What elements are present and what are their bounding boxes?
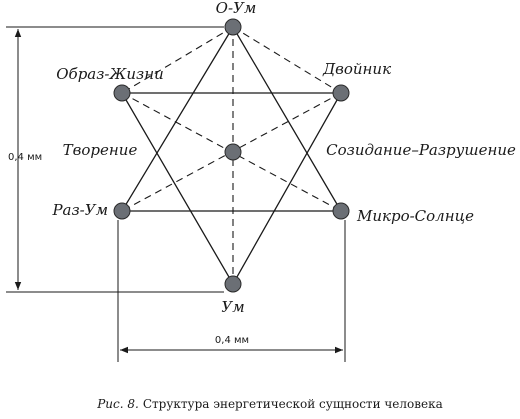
horizontal-dimension-label: 0,4 мм [215, 335, 249, 346]
caption-text: Структура энергетической сущности челове… [143, 397, 443, 411]
node-top [224, 18, 242, 36]
label-upper-right: Двойник [322, 60, 391, 78]
label-bottom: Ум [221, 298, 244, 316]
node-bottom [224, 275, 242, 293]
node-upper-right [332, 84, 350, 102]
label-top: О-Ум [216, 0, 257, 17]
edge-label-right: Созидание–Разрушение [326, 141, 516, 159]
dashed-line-top-upper-right [232, 26, 342, 94]
node-lower-right [332, 202, 350, 220]
label-upper-left: Образ-Жизни [56, 65, 163, 83]
node-upper-left [113, 84, 131, 102]
label-lower-right: Микро-Солнце [356, 207, 474, 225]
upward-triangle [120, 25, 343, 212]
dashed-line-top-upper-left [121, 26, 234, 94]
node-lower-left [113, 202, 131, 220]
label-lower-left: Раз-Ум [51, 201, 108, 219]
edge-label-left: Творение [63, 141, 138, 159]
caption-prefix: Рис. 8. [96, 397, 139, 411]
vertical-dimension-label: 0,4 мм [8, 152, 42, 163]
figure-caption: Рис. 8. Структура энергетической сущности… [96, 397, 443, 411]
node-center [224, 143, 242, 161]
downward-triangle [120, 92, 343, 286]
